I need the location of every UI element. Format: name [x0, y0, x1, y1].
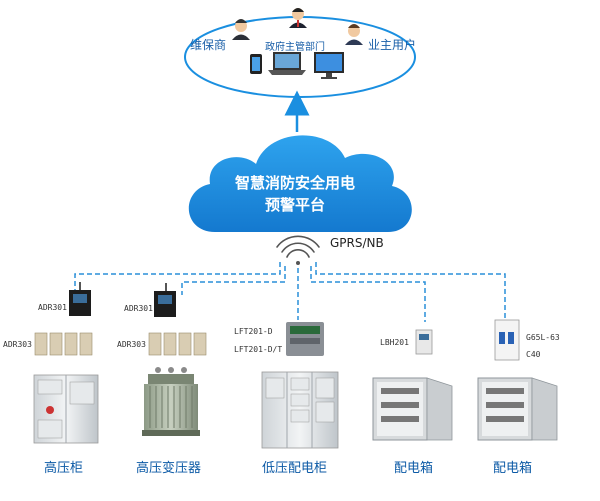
platform-title-line1: 智慧消防安全用电 — [234, 174, 355, 192]
lbh201-module — [415, 329, 433, 355]
adr301-left-label: ADR301 — [38, 303, 67, 312]
adr303-mid-label: ADR303 — [117, 340, 146, 349]
lft201-module — [286, 322, 324, 356]
platform-title: 智慧消防安全用电 预警平台 — [205, 172, 385, 216]
dist-box-2-label: 配电箱 — [493, 461, 533, 476]
lbh201-label: LBH201 — [380, 338, 409, 347]
distribution-box-1-image — [372, 377, 453, 441]
wireless-signal-icon — [276, 235, 320, 265]
adr301-mid-module — [154, 283, 176, 317]
role-owner: 业主用户 — [368, 38, 417, 52]
lv-cabinet-label: 低压配电柜 — [262, 461, 328, 476]
adr303-left-label: ADR303 — [3, 340, 32, 349]
laptop-icon — [268, 52, 306, 75]
role-maintainer: 维保商 — [190, 38, 227, 52]
government-person-icon — [289, 8, 307, 28]
adr301-mid-label: ADR301 — [124, 304, 153, 313]
g65l63-label: G65L-63 — [526, 333, 560, 342]
platform-cloud-shape — [188, 135, 412, 232]
hv-transformer-image — [142, 367, 200, 436]
owner-person-icon — [345, 24, 363, 45]
adr301-left-module — [69, 282, 91, 316]
distribution-box-2-image — [477, 377, 558, 441]
c40-label: C40 — [526, 350, 541, 359]
dist-box-1-label: 配电箱 — [394, 461, 434, 476]
g65l63-breaker — [494, 319, 520, 361]
network-dashed-lines — [74, 262, 506, 322]
network-protocol-label: GPRS/NB — [330, 236, 384, 250]
adr303-left-meters — [34, 332, 93, 356]
desktop-monitor-icon — [314, 52, 344, 79]
lft201-d-label: LFT201-D — [234, 327, 273, 336]
platform-title-line2: 预警平台 — [264, 196, 325, 214]
lv-cabinet-image — [261, 371, 339, 449]
role-government: 政府主管部门 — [265, 42, 325, 53]
adr303-mid-meters — [148, 332, 207, 356]
lft201-dt-label: LFT201-D/T — [234, 345, 283, 354]
smartphone-icon — [250, 54, 262, 74]
hv-cabinet-label: 高压柜 — [44, 461, 84, 476]
maintainer-person-icon — [232, 19, 250, 40]
hv-transformer-label: 高压变压器 — [136, 461, 202, 476]
hv-cabinet-image — [33, 374, 99, 444]
